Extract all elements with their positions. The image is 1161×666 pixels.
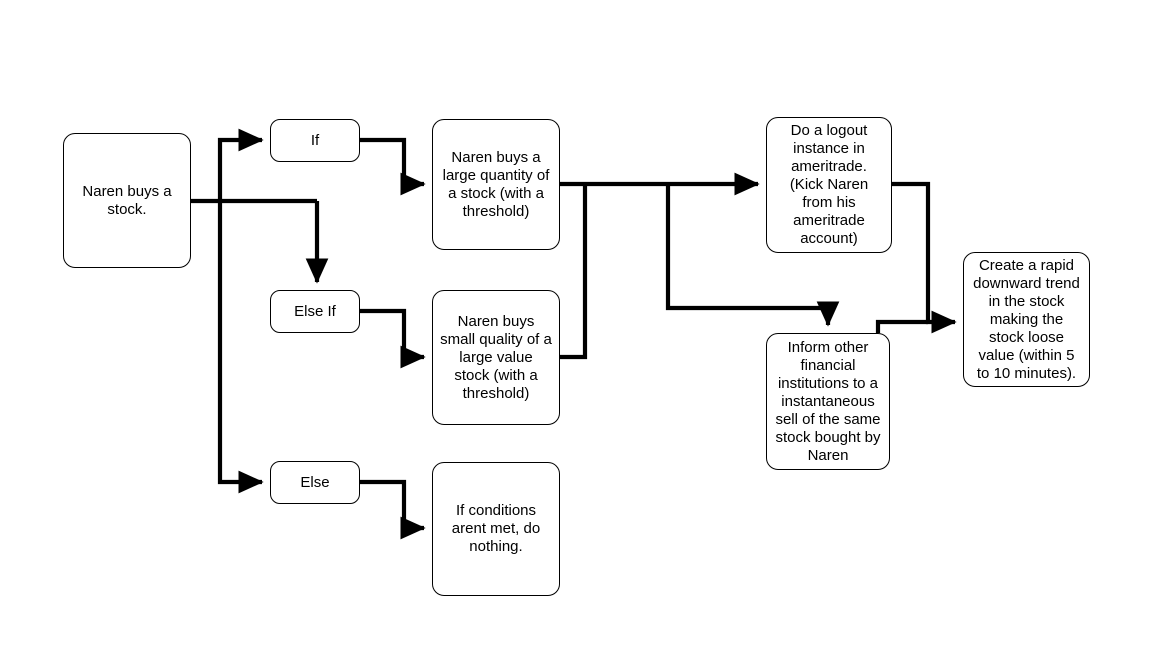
node-else-if-label: Else If — [294, 302, 336, 320]
node-logout-ameritrade-label: Do a logout instance in ameritrade. (Kic… — [789, 122, 869, 247]
node-large-quantity[interactable]: Naren buys a large quantity of a stock (… — [432, 119, 560, 250]
node-do-nothing-label: If conditions arent met, do nothing. — [451, 502, 541, 555]
node-start[interactable]: Naren buys a stock. — [63, 133, 191, 268]
node-else-label: Else — [300, 473, 330, 491]
node-else-if[interactable]: Else If — [270, 290, 360, 333]
node-inform-institutions[interactable]: Inform other financial institutions to a… — [766, 333, 890, 470]
edge-start-to-if — [217, 128, 264, 201]
node-small-quality-label: Naren buys small quality of a large valu… — [440, 312, 552, 402]
node-large-quantity-label: Naren buys a large quantity of a stock (… — [442, 148, 550, 220]
node-start-label: Naren buys a stock. — [82, 182, 172, 218]
edge-logout-to-downtrend — [892, 181, 957, 334]
edge-elseif-to-small-qual — [360, 308, 426, 369]
edge-inform-to-downtrend — [875, 319, 928, 333]
edge-small-qual-merge — [560, 184, 588, 360]
edge-start-to-else — [217, 201, 264, 494]
node-downward-trend-label: Create a rapid downward trend in the sto… — [973, 256, 1080, 382]
node-if[interactable]: If — [270, 119, 360, 162]
edge-if-to-large-qty — [360, 137, 426, 196]
node-inform-institutions-label: Inform other financial institutions to a… — [775, 338, 881, 464]
node-do-nothing[interactable]: If conditions arent met, do nothing. — [432, 462, 560, 596]
node-if-label: If — [310, 131, 320, 149]
edge-else-to-do-nothing — [360, 479, 426, 540]
node-logout-ameritrade[interactable]: Do a logout instance in ameritrade. (Kic… — [766, 117, 892, 253]
node-else[interactable]: Else — [270, 461, 360, 504]
node-downward-trend[interactable]: Create a rapid downward trend in the sto… — [963, 252, 1090, 387]
node-small-quality[interactable]: Naren buys small quality of a large valu… — [432, 290, 560, 425]
